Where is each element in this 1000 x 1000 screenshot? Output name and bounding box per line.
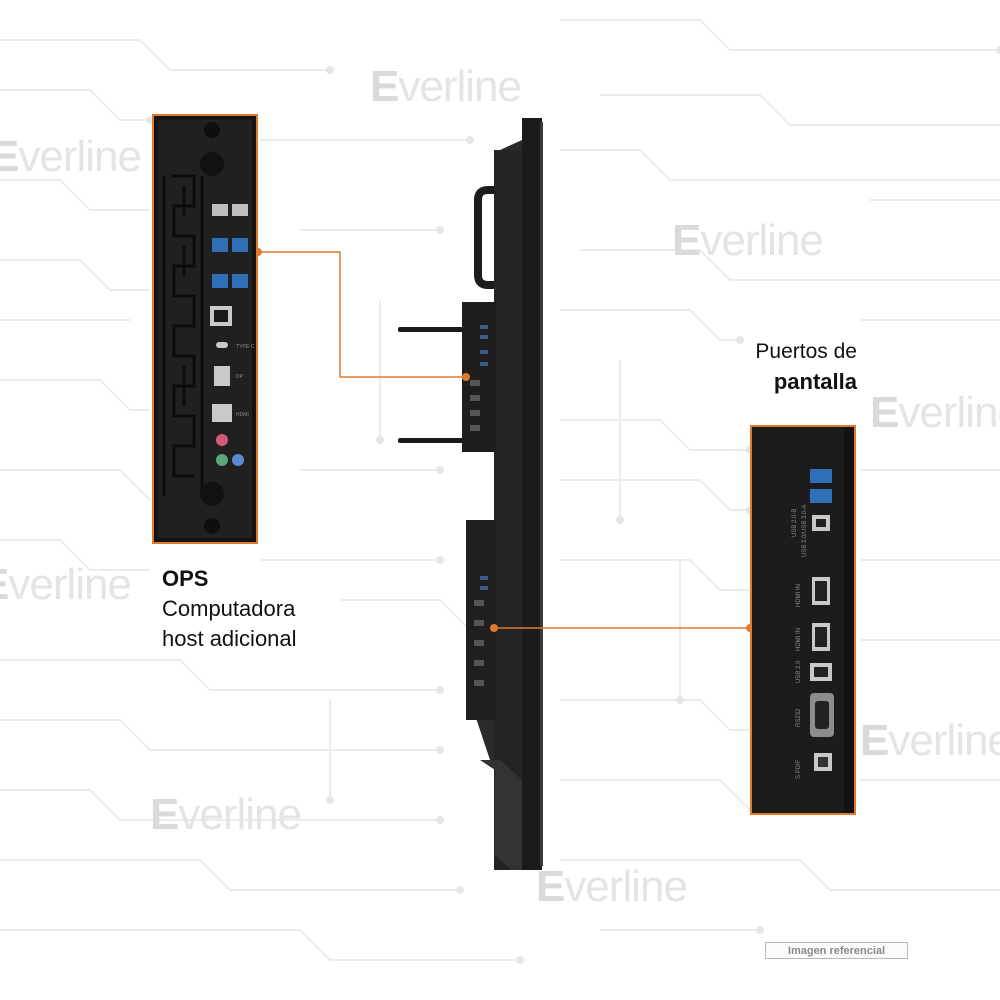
- display-ports-title-line1: Puertos de: [755, 340, 857, 363]
- ops-description-line1: Computadora: [162, 596, 296, 621]
- display-port-illustration: USB 2.0-B USB 2.0/USB 3.0-A HDMI IN HDMI…: [752, 427, 854, 813]
- ops-description-line2: host adicional: [162, 626, 297, 651]
- brand-watermark: Everline: [860, 716, 1000, 765]
- ops-port-label: DP: [236, 374, 244, 380]
- usb-icon: [810, 469, 832, 503]
- reference-image-disclaimer: Imagen referencial: [765, 942, 908, 959]
- brand-watermark: Everline: [0, 132, 142, 181]
- display-port-label: USB 2.0: [796, 660, 802, 683]
- brand-watermark: Everline: [536, 862, 688, 911]
- ops-port-illustration: TYPE-C DP HDMI: [158, 120, 255, 538]
- hdmi-port-icon: [212, 404, 232, 422]
- display-port-label: RS232: [796, 708, 802, 727]
- display-port-label: USB 2.0/USB 3.0-A: [802, 505, 808, 557]
- antenna-icon: [398, 327, 468, 443]
- brand-watermark: Everline: [870, 388, 1000, 437]
- display-ports-title-line2: pantalla: [773, 369, 857, 394]
- ops-title: OPS: [162, 566, 209, 591]
- brand-watermark: Everline: [370, 62, 522, 111]
- display-port-label: S PDIF: [796, 759, 802, 779]
- display-port-label: HDMI IN: [796, 584, 802, 607]
- ops-port-label: HDMI: [236, 412, 249, 418]
- display-ports-closeup-panel: USB 2.0-B USB 2.0/USB 3.0-A HDMI IN HDMI…: [750, 425, 856, 815]
- ops-closeup-panel: TYPE-C DP HDMI: [152, 114, 258, 544]
- audio-jack-icon: [216, 434, 228, 446]
- display-port-label: HDMI IN: [796, 628, 802, 651]
- brand-watermark: Everline: [672, 216, 824, 265]
- brand-watermark: Everline: [150, 790, 302, 839]
- usb-icon: [212, 204, 248, 288]
- brand-watermark: Everline: [0, 560, 132, 609]
- display-port-label: USB 2.0-B: [792, 509, 798, 537]
- ops-port-label: TYPE-C: [236, 344, 255, 350]
